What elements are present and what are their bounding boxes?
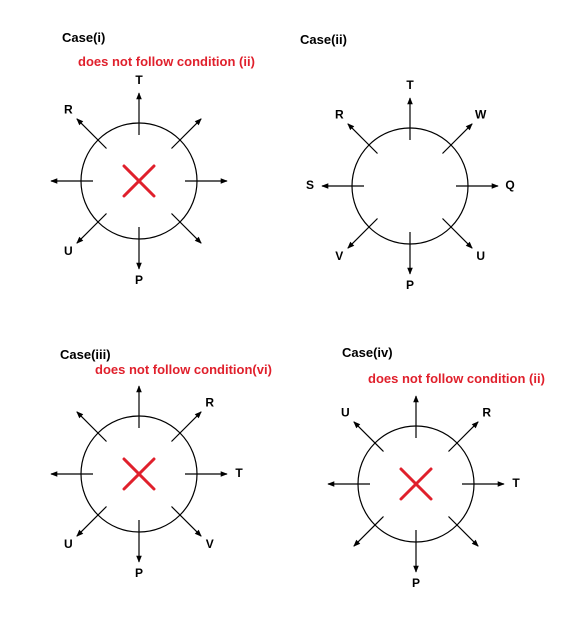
case-3-label-east: T bbox=[235, 466, 243, 480]
case-2-diagram: T W Q U P V S R bbox=[306, 78, 515, 292]
case-2-label-north: T bbox=[406, 78, 414, 92]
case-1-label-south: P bbox=[135, 273, 143, 287]
case-4-title: Case(iv) bbox=[342, 345, 393, 360]
case-1-note: does not follow condition (ii) bbox=[78, 54, 255, 69]
case-2-arrow-northeast bbox=[442, 123, 473, 154]
case-3-arrow-northwest bbox=[76, 411, 107, 442]
case-4-cross-stroke bbox=[399, 467, 433, 501]
case-2-label-northeast: W bbox=[475, 107, 487, 121]
case-4-arrow-northeast bbox=[448, 421, 479, 452]
case-2-label-east: Q bbox=[505, 178, 514, 192]
case-1-label-southwest: U bbox=[64, 244, 73, 258]
case-1-label-north: T bbox=[135, 73, 143, 87]
case-1-arrow-northwest bbox=[76, 118, 107, 149]
case-3-label-northeast: R bbox=[205, 395, 214, 409]
case-3-label-southeast: V bbox=[206, 537, 214, 551]
case-4-label-east: T bbox=[512, 476, 520, 490]
case-4-label-northeast: R bbox=[482, 405, 491, 419]
case-1-arrow-southwest bbox=[76, 213, 107, 244]
case-2-label-northwest: R bbox=[335, 107, 344, 121]
case-2-label-south: P bbox=[406, 278, 414, 292]
case-4-diagram: R T P U bbox=[327, 395, 520, 590]
case-4-label-south: P bbox=[412, 576, 420, 590]
case-3-arrow-southwest bbox=[76, 506, 107, 537]
case-2-label-southeast: U bbox=[476, 249, 485, 263]
case-2-arrow-southwest bbox=[347, 218, 378, 249]
case-3-arrow-southeast bbox=[171, 506, 202, 537]
case-3-label-southwest: U bbox=[64, 537, 73, 551]
case-2-arrow-northwest bbox=[347, 123, 378, 154]
case-3-arrow-northeast bbox=[171, 411, 202, 442]
case-2-title: Case(ii) bbox=[300, 32, 347, 47]
case-3-title: Case(iii) bbox=[60, 347, 111, 362]
case-1-arrow-northeast bbox=[171, 118, 202, 149]
case-2-arrow-southeast bbox=[442, 218, 473, 249]
case-3-label-south: P bbox=[135, 566, 143, 580]
case-3-cross-stroke bbox=[122, 457, 156, 491]
case-1-arrow-southeast bbox=[171, 213, 202, 244]
case-2-label-west: S bbox=[306, 178, 314, 192]
case-4-arrow-southeast bbox=[448, 516, 479, 547]
case-3-diagram: R T V P U bbox=[50, 385, 243, 580]
case-1-cross-stroke bbox=[122, 164, 156, 198]
case-3-note: does not follow condition(vi) bbox=[95, 362, 272, 377]
case-1-title: Case(i) bbox=[62, 30, 105, 45]
case-1-diagram: T P U R bbox=[50, 73, 228, 287]
case-4-arrow-southwest bbox=[353, 516, 384, 547]
case-4-arrow-northwest bbox=[353, 421, 384, 452]
case-4-note: does not follow condition (ii) bbox=[368, 371, 545, 386]
case-4-label-northwest: U bbox=[341, 405, 350, 419]
case-2-label-southwest: V bbox=[335, 249, 343, 263]
case-1-label-northwest: R bbox=[64, 102, 73, 116]
